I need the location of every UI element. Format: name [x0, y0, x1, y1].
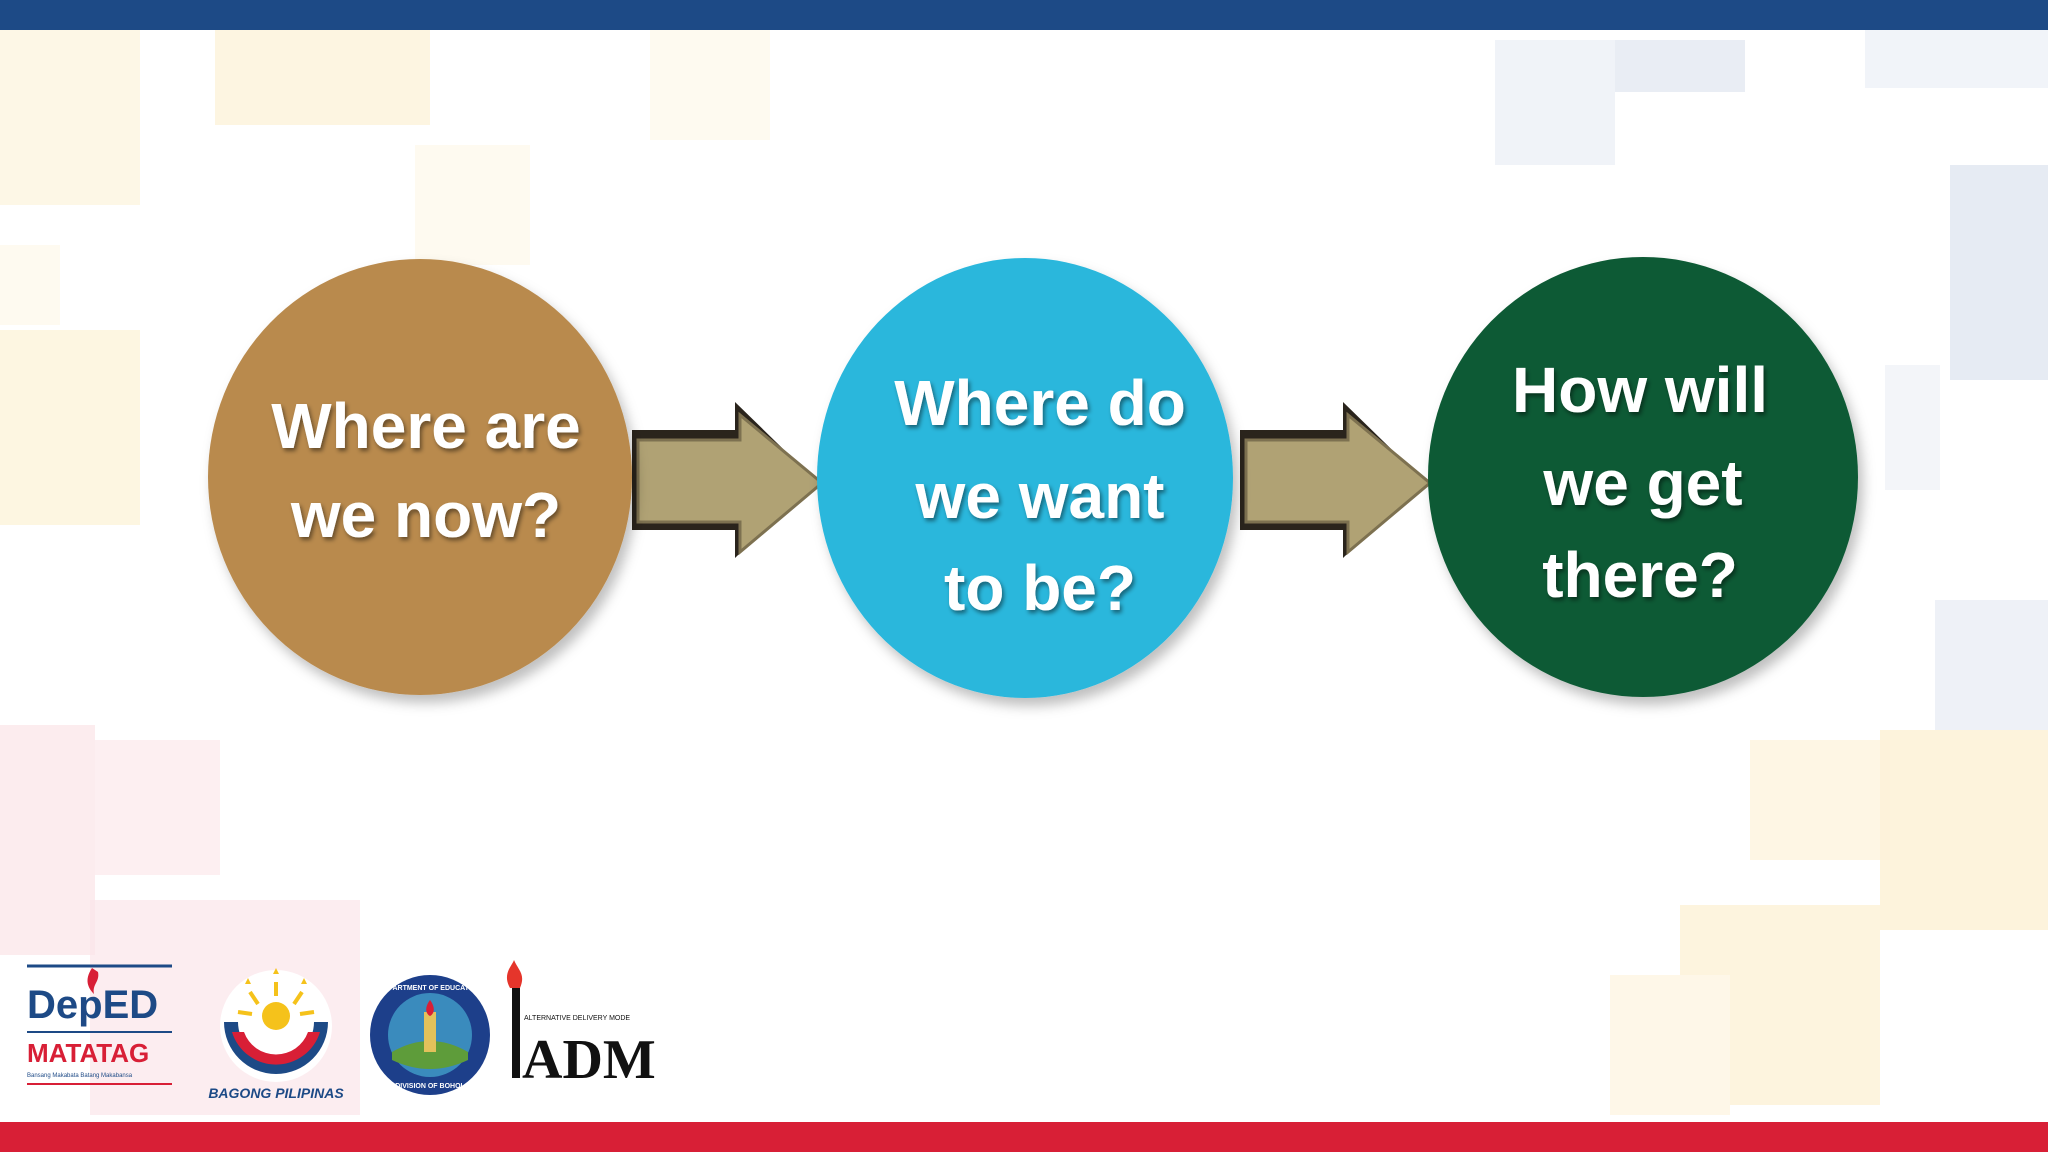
step-2-line-3: to be? [944, 552, 1136, 624]
deped-matatag-logo: DepED MATATAG Bansang Makabata Batang Ma… [27, 964, 172, 1085]
adm-main-text: ADM [522, 1029, 656, 1091]
step-circle-1: Where are we now? [208, 259, 632, 695]
step-1-line-2: we now? [290, 479, 561, 551]
matatag-text: MATATAG [27, 1038, 149, 1068]
bagong-pilipinas-logo: BAGONG PILIPINAS [208, 968, 344, 1101]
arrow-2 [1240, 402, 1433, 558]
logo-strip: DepED MATATAG Bansang Makabata Batang Ma… [22, 960, 662, 1110]
deped-subtitle: Bansang Makabata Batang Makabansa [27, 1073, 133, 1079]
adm-small-text: ALTERNATIVE DELIVERY MODE [524, 1015, 630, 1022]
division-seal-logo: DEPARTMENT OF EDUCATION DIVISION OF BOHO… [370, 975, 490, 1095]
step-2-line-2: we want [915, 460, 1165, 532]
seal-bottom-text: DIVISION OF BOHOL [395, 1083, 465, 1090]
bagong-pilipinas-text: BAGONG PILIPINAS [208, 1085, 344, 1101]
bottom-bar [0, 1122, 2048, 1152]
step-circle-3: How will we get there? [1428, 257, 1858, 697]
seal-top-text: DEPARTMENT OF EDUCATION [379, 985, 482, 992]
step-1-line-1: Where are [271, 390, 580, 462]
step-2-line-1: Where do [894, 367, 1186, 439]
step-3-line-1: How will [1512, 354, 1768, 426]
step-3-line-3: there? [1542, 539, 1738, 611]
top-bar [0, 0, 2048, 30]
logos-svg: DepED MATATAG Bansang Makabata Batang Ma… [27, 960, 656, 1101]
arrow-1 [632, 402, 825, 558]
step-3-line-2: we get [1542, 447, 1742, 519]
step-circle-2: Where do we want to be? [817, 258, 1233, 698]
deped-text: DepED [27, 983, 158, 1027]
adm-logo: ALTERNATIVE DELIVERY MODE ADM [506, 960, 656, 1091]
